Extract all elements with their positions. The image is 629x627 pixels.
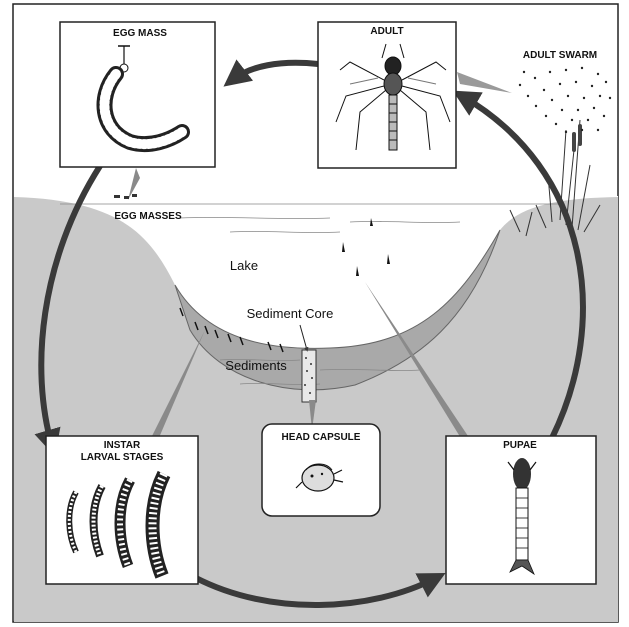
pupae-box: PUPAE — [446, 436, 596, 584]
adult-title: ADULT — [370, 26, 403, 37]
egg-masses-label: EGG MASSES — [114, 211, 182, 222]
sediments-label: Sediments — [225, 358, 287, 373]
lake-label: Lake — [230, 258, 258, 273]
head-capsule-box: HEAD CAPSULE — [262, 424, 380, 516]
instar-title-line2: LARVAL STAGES — [81, 452, 164, 463]
larval-stages-box: INSTAR LARVAL STAGES — [46, 436, 198, 584]
instar-title-line1: INSTAR — [104, 440, 141, 451]
sediment-core — [302, 350, 316, 402]
adult-swarm-label: ADULT SWARM — [523, 50, 597, 61]
sediment-core-label: Sediment Core — [247, 306, 334, 321]
egg-mass-title: EGG MASS — [113, 28, 167, 39]
adult-box: ADULT — [318, 22, 456, 168]
pupae-title: PUPAE — [503, 440, 537, 451]
head-capsule-title: HEAD CAPSULE — [282, 432, 361, 443]
egg-mass-box: EGG MASS — [60, 22, 215, 167]
